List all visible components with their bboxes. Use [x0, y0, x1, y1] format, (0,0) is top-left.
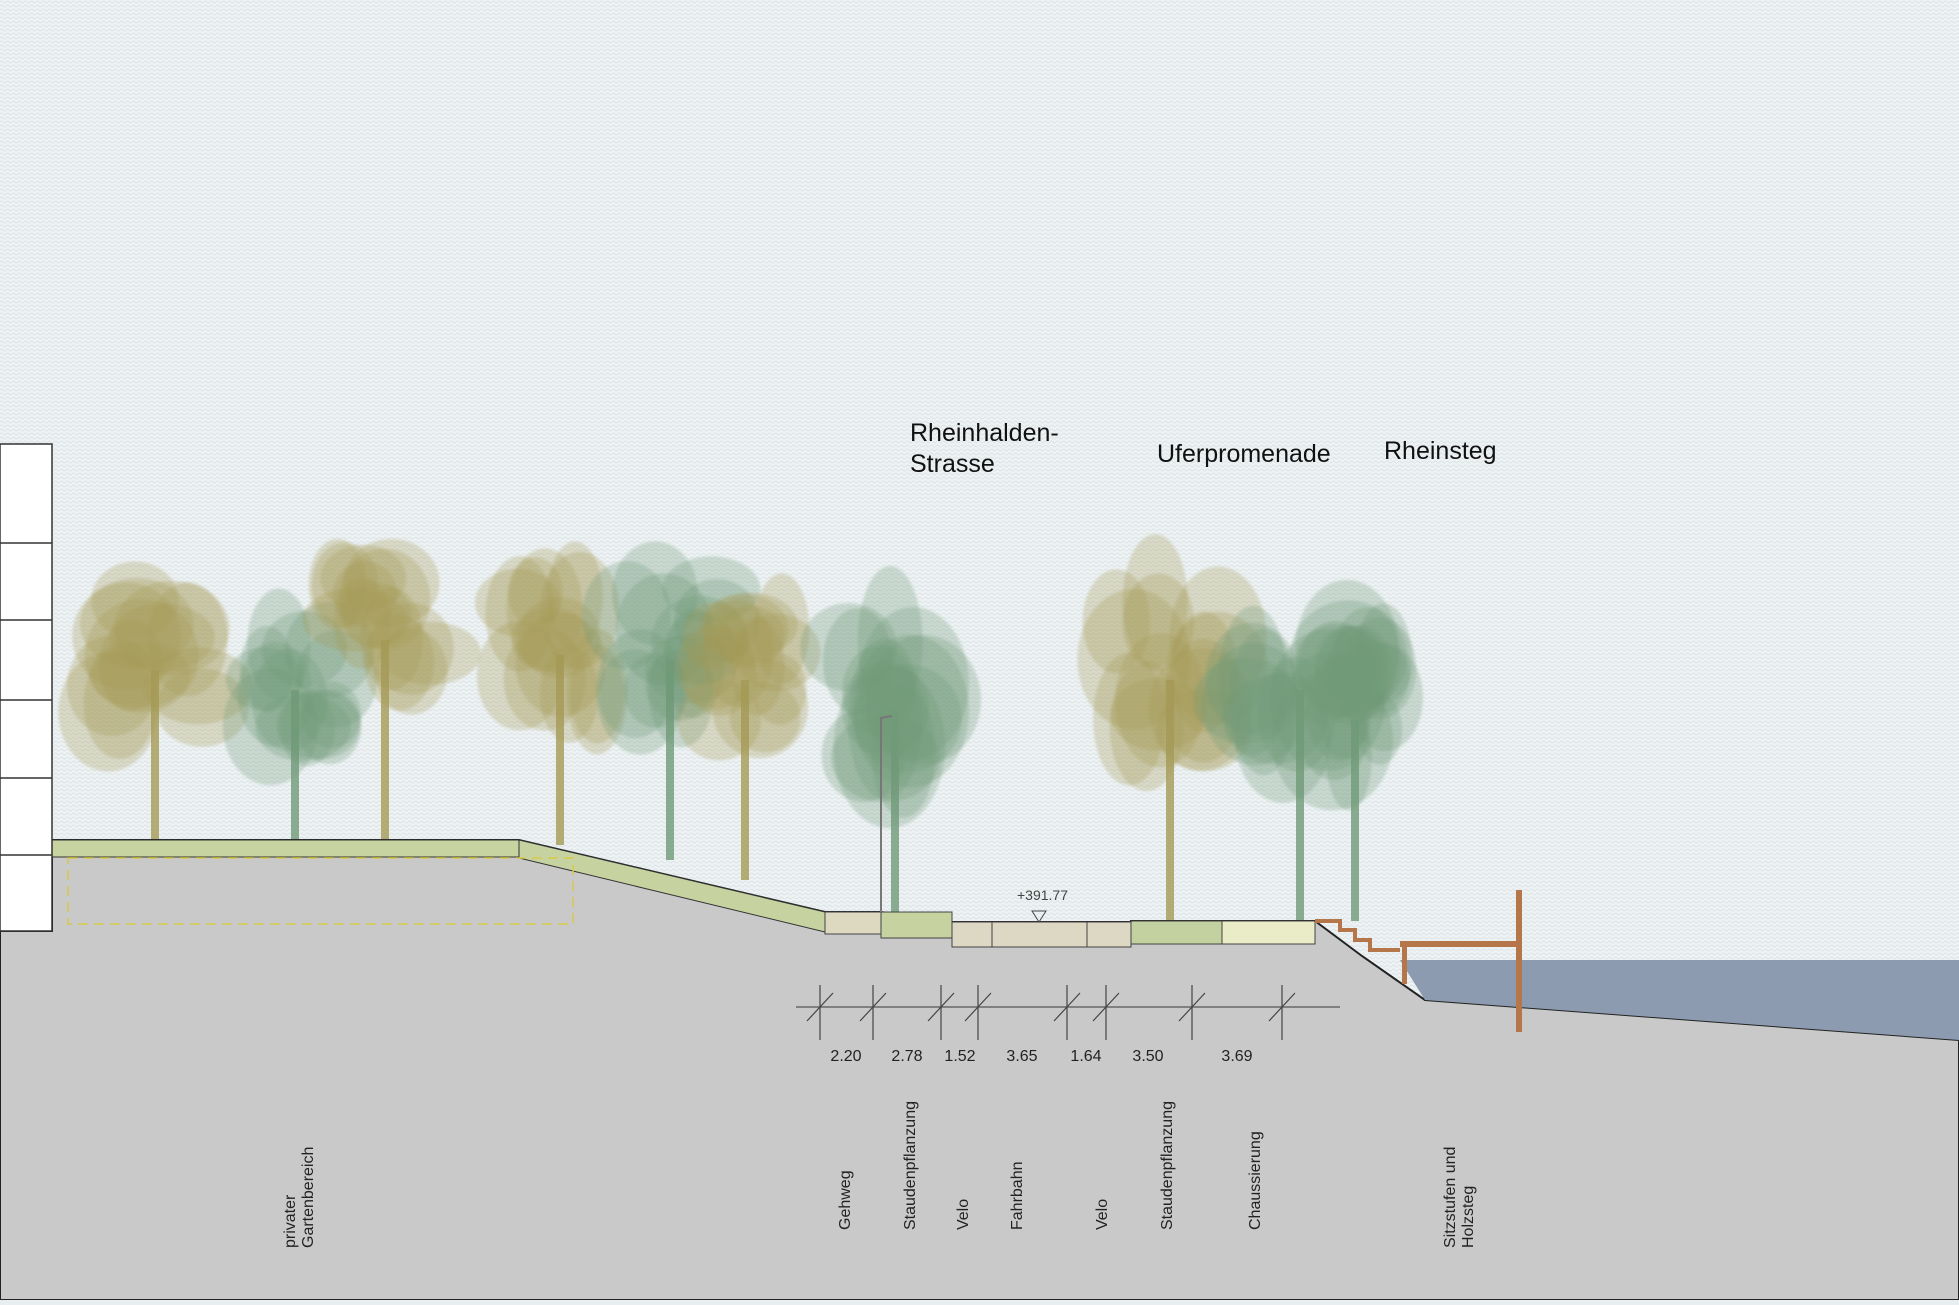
tree	[302, 538, 481, 840]
zone-label-line: privater	[282, 1194, 299, 1248]
surface-stauden2	[1130, 920, 1223, 945]
dimension-slash	[964, 992, 992, 1022]
underground-outline	[67, 857, 574, 925]
seating-steps	[1315, 919, 1400, 952]
zone-label-velo1: Velo	[955, 1198, 972, 1230]
surface-chaussierung	[1221, 920, 1316, 945]
jetty-post	[1516, 890, 1522, 1032]
heading-promenade: Uferpromenade	[1157, 440, 1331, 468]
zone-label-fahrbahn: Fahrbahn	[1009, 1161, 1026, 1231]
heading-jetty: Rheinsteg	[1384, 437, 1497, 465]
dimension-slash	[1268, 992, 1296, 1022]
zone-label-line: Gartenbereich	[300, 1146, 317, 1248]
tree	[675, 573, 821, 880]
garden-terrace	[51, 839, 526, 858]
dimension-slash	[927, 992, 955, 1022]
surface-gehweg	[824, 911, 882, 935]
dimension-slash	[1092, 992, 1120, 1022]
heading-street: Rheinhalden- Strasse	[910, 418, 1059, 480]
zone-label-velo2: Velo	[1094, 1198, 1111, 1230]
tree	[222, 588, 378, 840]
zone-label-chaussierung: Chaussierung	[1247, 1131, 1264, 1230]
heading-street-line2: Strasse	[910, 450, 995, 478]
zone-label-gehweg: Gehweg	[837, 1170, 854, 1230]
dimension-value: 2.78	[891, 1048, 923, 1065]
dimension-value: 3.65	[1006, 1048, 1038, 1065]
dimension-value: 3.50	[1132, 1048, 1164, 1065]
dimension-ticks	[806, 985, 1296, 1040]
surface-road	[951, 921, 1132, 948]
zone-label-stauden1: Staudenpflanzung	[902, 1101, 919, 1230]
building-section	[0, 443, 53, 932]
tree	[474, 541, 628, 845]
elevation-label: +391.77	[1017, 887, 1068, 903]
dimension-slash	[806, 992, 834, 1022]
jetty-post	[1402, 944, 1407, 984]
water-rhine	[1400, 960, 1959, 1040]
tree	[58, 561, 253, 840]
trees	[58, 534, 1423, 921]
dimension-slash	[1178, 992, 1206, 1022]
dimension-value: 3.69	[1221, 1048, 1253, 1065]
dimension-slash	[859, 992, 887, 1022]
surface-stauden1	[880, 911, 953, 939]
dimension-value: 1.64	[1070, 1048, 1102, 1065]
zone-label-line: Sitzstufen und	[1442, 1146, 1459, 1248]
tree	[1289, 603, 1423, 921]
dimension-slash	[1053, 992, 1081, 1022]
tree	[800, 565, 981, 912]
heading-street-line1: Rheinhalden-	[910, 419, 1059, 447]
zone-label-stauden2: Staudenpflanzung	[1159, 1101, 1176, 1230]
wooden-jetty	[1400, 941, 1520, 947]
dimension-value: 2.20	[830, 1048, 862, 1065]
elevation-marker	[1031, 910, 1047, 923]
zone-label-line: Holzsteg	[1460, 1185, 1477, 1248]
street-lamp	[880, 715, 893, 912]
dimension-value: 1.52	[944, 1048, 976, 1065]
